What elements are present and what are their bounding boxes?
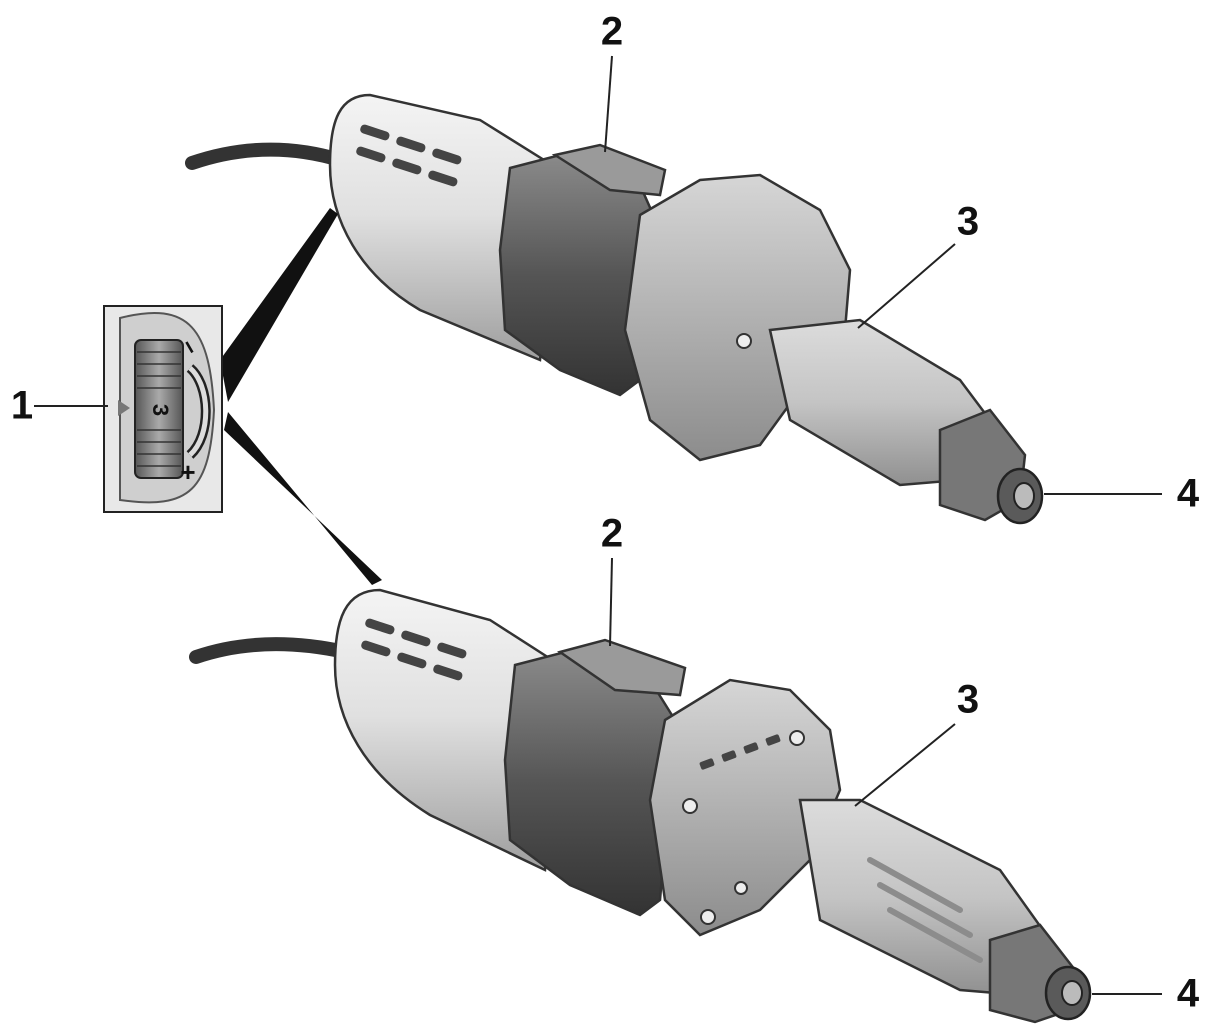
- bottom-grinder: [189, 588, 1092, 1024]
- callout-collet-top: 4: [1177, 472, 1200, 516]
- zoom-connector-top: [220, 208, 338, 402]
- top-power-cable: [185, 142, 347, 170]
- bottom-motor-housing: [333, 588, 562, 872]
- callouts: 1 2 3 4 2 3 4: [11, 10, 1200, 1016]
- callout-dial: 1: [11, 384, 33, 428]
- dial-setting-value: 3: [148, 404, 173, 416]
- dial-pointer: [118, 400, 130, 416]
- dial-detail-inset: 3 − +: [103, 208, 382, 585]
- callout-switch-bottom: 2: [601, 512, 623, 556]
- top-head-screw: [736, 333, 752, 349]
- callout-switch-top: 2: [601, 10, 623, 54]
- callout-neck-top: 3: [957, 200, 979, 244]
- dial-plus-sign: +: [180, 457, 195, 487]
- top-vent-slots: [356, 124, 462, 187]
- callout-neck-bottom: 3: [957, 678, 979, 722]
- bottom-head-screws: [682, 730, 805, 925]
- top-grinder: [185, 93, 1044, 525]
- bottom-switch-slider: [557, 638, 687, 697]
- leader-neck-bottom: [854, 723, 956, 807]
- speed-dial-wheel: [134, 339, 184, 479]
- leader-neck-top: [857, 243, 956, 329]
- bottom-vent-slots: [361, 618, 467, 681]
- bottom-neck-grooves: [867, 857, 983, 963]
- leader-switch-top: [604, 55, 613, 153]
- zoom-connector-bottom: [224, 412, 382, 585]
- top-switch-slider: [551, 143, 667, 197]
- bottom-head-vents: [699, 734, 781, 770]
- leader-switch-bottom: [609, 557, 613, 647]
- bottom-power-cable: [189, 637, 352, 664]
- callout-collet-bottom: 4: [1177, 972, 1200, 1016]
